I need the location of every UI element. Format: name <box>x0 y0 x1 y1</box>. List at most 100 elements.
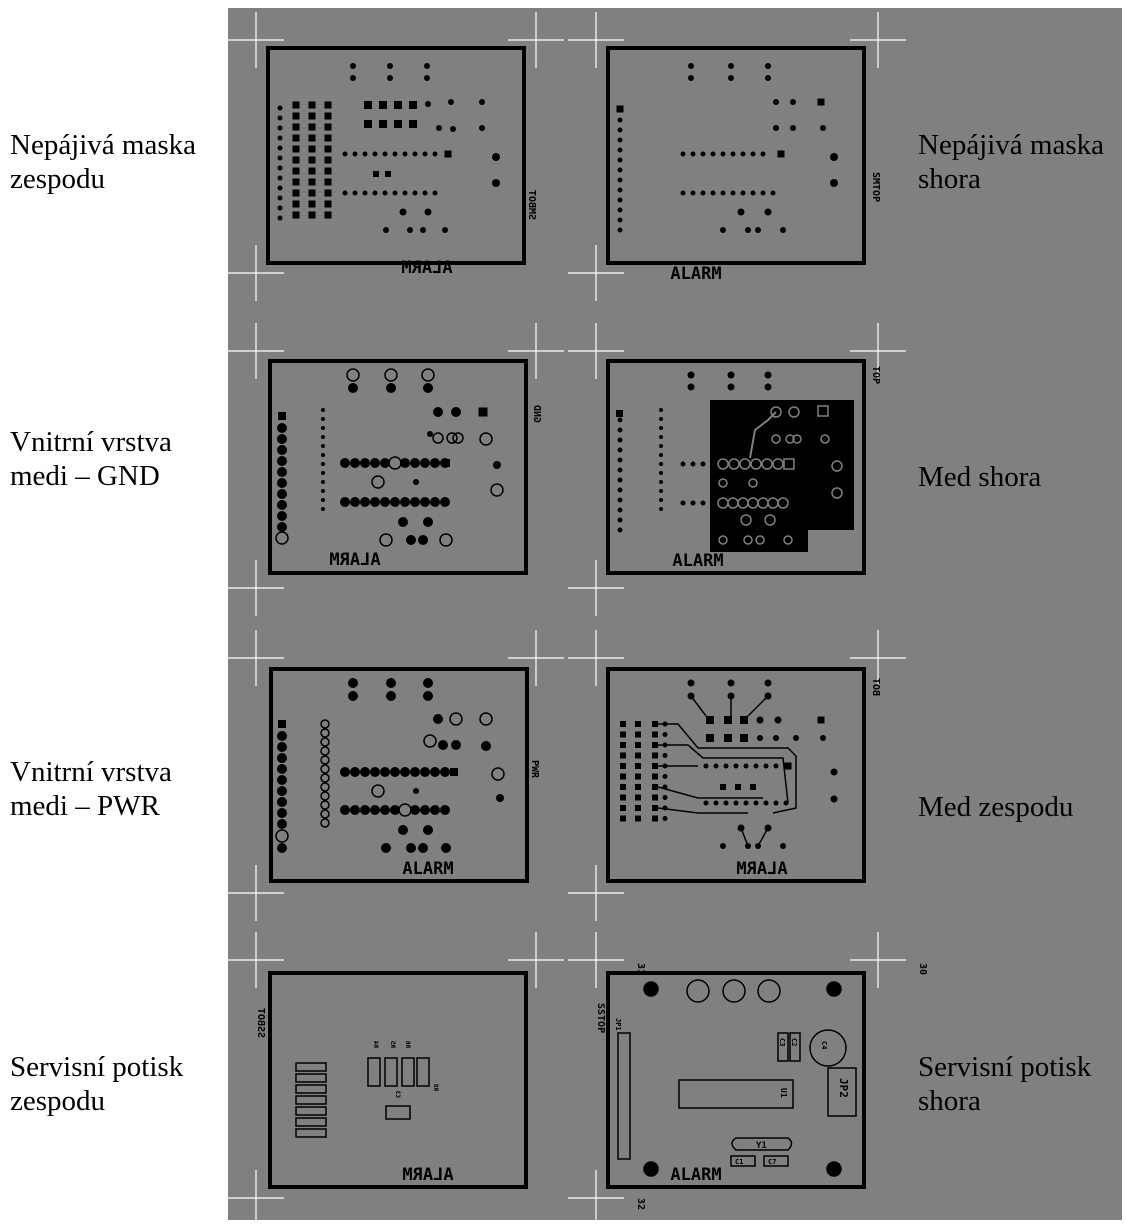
pad <box>420 458 430 468</box>
pad <box>424 75 430 81</box>
pad <box>690 151 696 157</box>
pad <box>277 165 283 171</box>
pad-square <box>308 123 316 131</box>
pad-square <box>379 101 387 109</box>
pad <box>277 797 287 807</box>
board-outline-silk-top <box>606 971 866 1189</box>
pad <box>710 500 716 506</box>
pad-square <box>635 763 641 769</box>
pad <box>277 775 287 785</box>
pad <box>340 767 350 777</box>
mark-32: 32 <box>635 1198 646 1210</box>
pad <box>617 457 623 463</box>
pad-square <box>292 200 300 208</box>
silk-ref-r4: R4 <box>372 1040 379 1048</box>
layer-tag-pwr: PWR <box>529 760 540 779</box>
pad <box>659 462 663 466</box>
pad <box>277 215 283 221</box>
board-label-silk-top: ALARM <box>670 1165 721 1185</box>
pad <box>372 190 378 196</box>
pad <box>733 763 739 769</box>
pad <box>750 151 756 157</box>
pad <box>381 843 391 853</box>
pad <box>342 151 348 157</box>
pad <box>383 227 389 233</box>
pad <box>617 417 623 423</box>
pad-square <box>652 794 658 801</box>
pad <box>402 151 408 157</box>
pad <box>720 151 726 157</box>
pad-square <box>740 716 748 724</box>
pad <box>392 190 398 196</box>
silk-component <box>385 1105 411 1120</box>
pad-square <box>616 105 624 113</box>
pad-square <box>817 98 825 106</box>
silk-led <box>686 979 710 1003</box>
pad <box>713 763 719 769</box>
pad <box>830 768 838 776</box>
pad-square <box>444 150 452 158</box>
pad <box>340 458 350 468</box>
pad <box>348 383 358 393</box>
pad-square <box>442 459 450 467</box>
pad-square <box>620 784 626 790</box>
pad <box>479 99 485 105</box>
pad <box>662 795 668 800</box>
pad <box>765 63 771 69</box>
pad-square <box>652 773 658 780</box>
board-label-mask-top: ALARM <box>670 264 721 284</box>
pad <box>790 125 796 131</box>
pad <box>755 227 761 233</box>
pad <box>402 190 408 196</box>
pad <box>700 500 706 506</box>
pad <box>321 435 325 439</box>
pad <box>659 426 663 430</box>
pad-square <box>308 112 316 120</box>
pad-square <box>652 731 658 738</box>
mount-hole <box>826 1161 842 1177</box>
pad <box>440 805 450 815</box>
pad <box>277 434 287 444</box>
pad <box>659 507 663 511</box>
pad-ring <box>740 514 752 526</box>
pad <box>277 753 287 763</box>
pad <box>753 763 759 769</box>
pad-ring <box>320 719 330 729</box>
pad-square <box>409 120 417 128</box>
pad <box>659 435 663 439</box>
pad-square <box>292 178 300 186</box>
pad <box>442 227 448 233</box>
pad <box>737 208 745 216</box>
pad <box>370 767 380 777</box>
pad-square <box>620 731 626 738</box>
pad <box>277 456 287 466</box>
pad <box>277 478 287 488</box>
label-inner-pwr: Vnitrní vrstva medi – PWR <box>10 756 172 822</box>
pad-square <box>817 405 829 417</box>
board-outline-copper-top <box>606 359 866 575</box>
pad <box>350 805 360 815</box>
pad <box>360 458 370 468</box>
pad <box>700 151 706 157</box>
pad-square <box>308 200 316 208</box>
pad-square <box>635 805 641 811</box>
board-outline-silk-bottom <box>268 971 528 1189</box>
pad-square <box>724 734 732 742</box>
pad-ring <box>490 483 504 497</box>
pad-ring <box>320 818 330 828</box>
pad <box>662 816 668 821</box>
pad <box>350 63 356 69</box>
pad <box>659 480 663 484</box>
pad <box>380 497 390 507</box>
pad <box>380 805 390 815</box>
pad-ring <box>446 432 458 444</box>
label-mask-top: Nepájivá maska shora <box>918 129 1105 195</box>
pad <box>321 426 325 430</box>
pad <box>727 371 735 379</box>
pad <box>321 498 325 502</box>
pad <box>773 735 779 741</box>
pad-ring <box>785 434 795 444</box>
pad <box>430 805 440 815</box>
panel-inner-pwr <box>275 678 505 853</box>
pad-square <box>379 120 387 128</box>
